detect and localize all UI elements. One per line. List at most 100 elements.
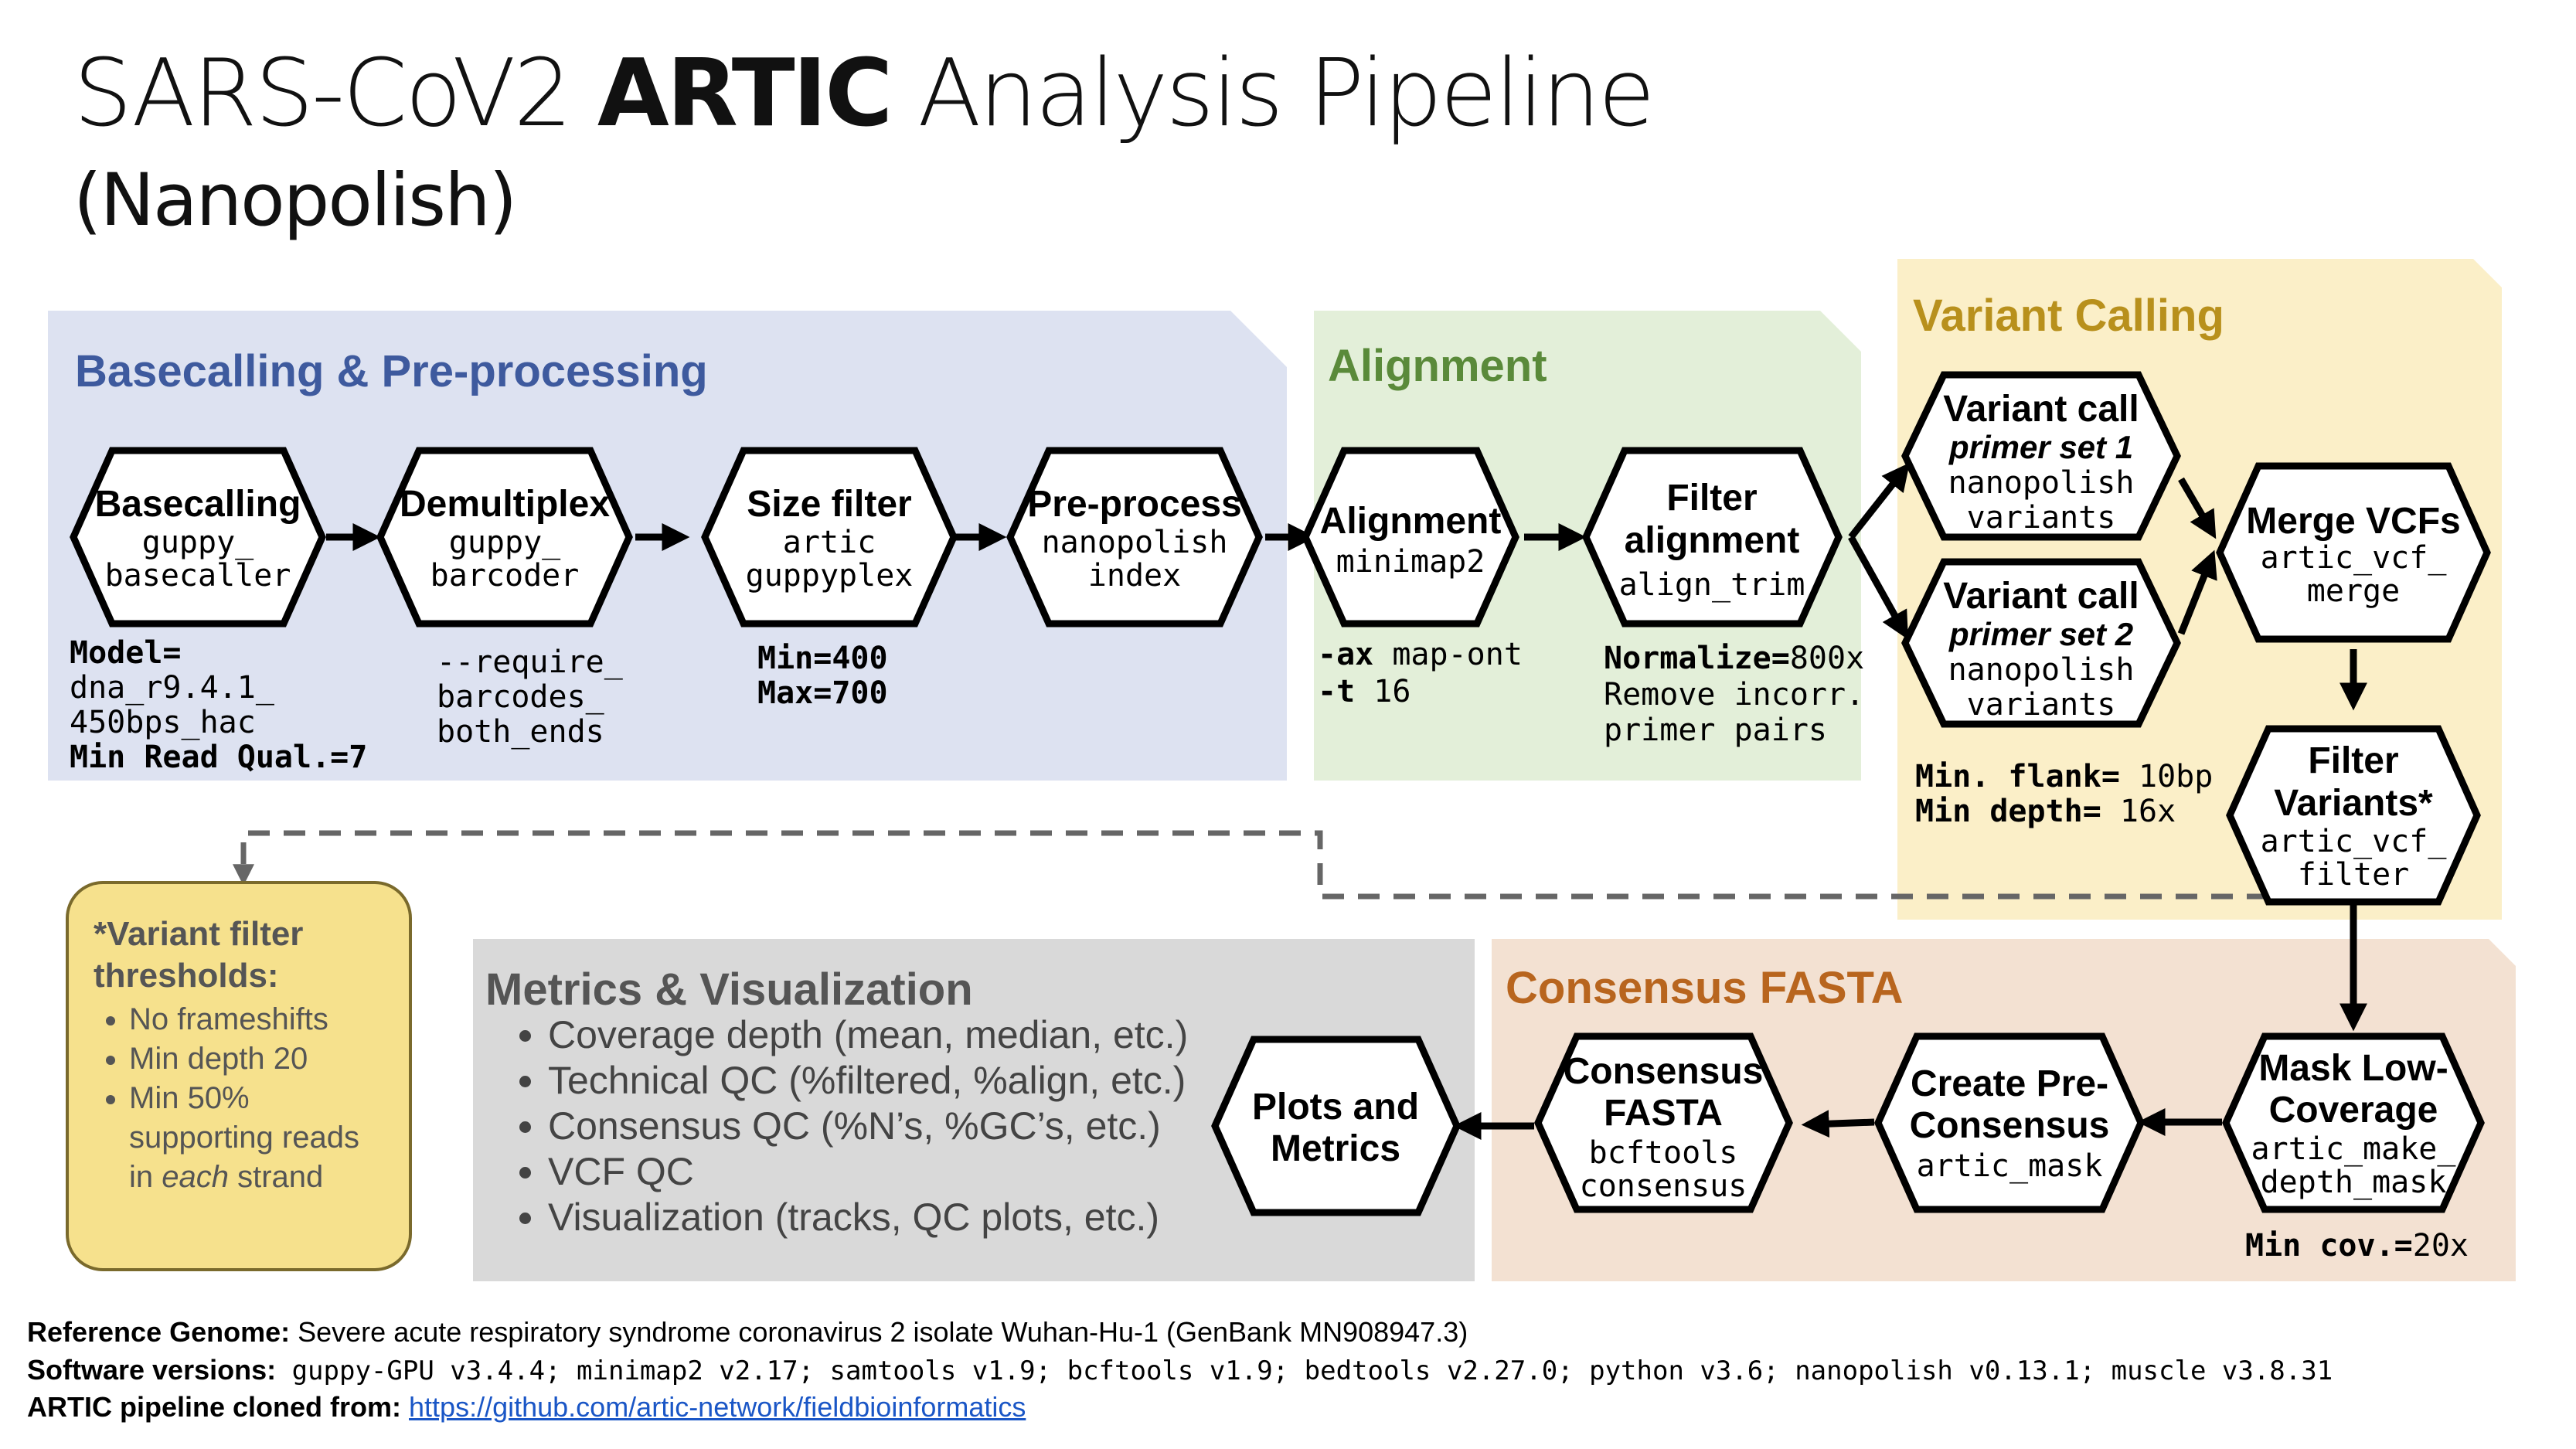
title-pre: SARS-CoV2	[73, 40, 597, 148]
node-consensus-fasta-shape	[1534, 1032, 1793, 1213]
param-variant-line1: Min. flank= 10bp	[1915, 759, 2213, 794]
node-alignment-tool1: minimap2	[1336, 544, 1485, 580]
node-size-filter-title: Size filter	[747, 484, 911, 525]
node-mask-title1: Mask Low-	[2258, 1048, 2448, 1089]
metrics-item: Consensus QC (%N’s, %GC’s, etc.)	[548, 1104, 1188, 1149]
footnote-item: No frameshifts	[129, 1000, 409, 1039]
page-subtitle: (Nanopolish)	[73, 158, 517, 243]
param-filter-alignment-value: 800x	[1790, 641, 1864, 676]
node-consensus-fasta-title1: Consensus	[1564, 1051, 1764, 1092]
param-basecalling-line1: Model=	[70, 635, 182, 671]
param-filter-alignment-line2: Remove incorr.	[1604, 677, 1864, 713]
param-mask-value: 20x	[2413, 1228, 2469, 1264]
section-metrics-bg	[473, 939, 1475, 1281]
param-alignment-line2: -t 16	[1318, 674, 1411, 709]
footer-ref-text: Severe acute respiratory syndrome corona…	[290, 1316, 1468, 1348]
node-filter-variants-title1: Filter	[2308, 740, 2398, 781]
section-title-variant-calling: Variant Calling	[1913, 291, 2224, 341]
node-variant-call-2-tool2: variants	[1967, 687, 2116, 723]
node-merge-vcfs-tool2: merge	[2307, 573, 2400, 609]
param-variant-key1: Min. flank=	[1915, 759, 2120, 794]
footer-clone: ARTIC pipeline cloned from: https://gith…	[27, 1391, 1026, 1423]
metrics-item: Technical QC (%filtered, %align, etc.)	[548, 1058, 1188, 1104]
footnote-list: No frameshifts Min depth 20 Min 50% suppo…	[94, 1000, 409, 1197]
node-mask-tool1: artic_make_	[2251, 1131, 2457, 1167]
node-mask-tool2: depth_mask	[2261, 1165, 2447, 1200]
param-filter-alignment-line1: Normalize=800x	[1604, 641, 1864, 676]
node-consensus-fasta-tool1: bcftools	[1589, 1135, 1738, 1171]
section-title-alignment: Alignment	[1328, 341, 1547, 391]
section-title-basecalling: Basecalling & Pre-processing	[75, 346, 708, 396]
footnote-heading-2: thresholds:	[94, 957, 279, 995]
node-alignment-shape	[1302, 447, 1519, 628]
param-alignment-value1: map-ont	[1373, 637, 1523, 672]
param-mask-line1: Min cov.=20x	[2245, 1228, 2469, 1264]
node-variant-call-1-shape	[1901, 371, 2181, 541]
param-basecalling-line4: Min Read Qual.=7	[70, 740, 367, 775]
section-title-consensus: Consensus FASTA	[1506, 963, 1904, 1013]
footnote-item-line3-c: strand	[229, 1160, 324, 1194]
param-alignment-value2: 16	[1355, 674, 1411, 709]
node-alignment-title: Alignment	[1320, 501, 1502, 542]
footer-clone-label: ARTIC pipeline cloned from:	[27, 1391, 402, 1423]
node-filter-alignment-tool1: align_trim	[1619, 567, 1805, 603]
param-mask-key: Min cov.=	[2245, 1228, 2413, 1264]
node-variant-call-2-title: Variant call	[1943, 576, 2139, 617]
node-preprocess-title: Pre-process	[1027, 484, 1241, 525]
node-variant-call-1-tool1: nanopolish	[1948, 465, 2135, 501]
param-alignment-flag2: -t	[1318, 674, 1355, 709]
node-variant-call-1-title: Variant call	[1943, 389, 2139, 430]
footnote-heading-1: *Variant filter	[94, 915, 304, 953]
node-filter-variants-tool2: filter	[2298, 857, 2410, 893]
node-plots-metrics-title1: Plots and	[1252, 1087, 1419, 1128]
node-plots-metrics-title2: Metrics	[1271, 1128, 1400, 1169]
node-demultiplex-tool2: barcoder	[430, 558, 580, 594]
node-variant-call-2-tool1: nanopolish	[1948, 652, 2135, 688]
footnote-item: Min depth 20	[129, 1039, 409, 1079]
node-demultiplex-shape	[376, 447, 633, 628]
param-alignment-line1: -ax map-ont	[1318, 637, 1523, 672]
node-mask-shape	[2222, 1032, 2485, 1213]
param-variant-key2: Min depth=	[1915, 794, 2101, 829]
node-filter-alignment-title2: alignment	[1625, 520, 1800, 561]
footnote-item-line3-a: in	[129, 1160, 162, 1194]
node-preprocess-tool1: nanopolish	[1042, 525, 1228, 560]
node-filter-variants-shape	[2226, 725, 2481, 906]
node-filter-variants-title2: Variants*	[2274, 783, 2433, 824]
node-preprocess-tool2: index	[1088, 558, 1181, 594]
param-demultiplex-line1: --require_	[437, 645, 624, 680]
footnote-item-line1: Min 50%	[129, 1081, 250, 1115]
node-size-filter-shape	[701, 447, 958, 628]
param-variant-value1: 10bp	[2120, 759, 2213, 794]
node-consensus-fasta-tool2: consensus	[1580, 1168, 1747, 1204]
node-create-pre-consensus-shape	[1874, 1032, 2145, 1213]
node-basecalling-tool2: basecaller	[105, 558, 291, 594]
param-demultiplex-line2: barcodes_	[437, 679, 605, 715]
node-basecalling-title: Basecalling	[95, 484, 301, 525]
param-demultiplex-line3: both_ends	[437, 714, 604, 750]
node-size-filter-tool1: artic	[783, 525, 876, 560]
param-size-filter-line1: Min=400	[757, 641, 888, 676]
github-link[interactable]: https://github.com/artic-network/fieldbi…	[409, 1391, 1026, 1423]
title-bold: ARTIC	[597, 40, 893, 148]
node-create-pre-consensus-title1: Create Pre-	[1911, 1063, 2108, 1104]
footnote-item-line2: supporting reads	[129, 1121, 359, 1155]
flow-arrows	[326, 462, 2367, 1140]
variant-filter-footnote: *Variant filter thresholds: No frameshif…	[66, 881, 412, 1271]
metrics-list: Coverage depth (mean, median, etc.) Tech…	[483, 1012, 1188, 1240]
node-variant-call-1-tool2: variants	[1967, 500, 2116, 536]
node-variant-call-1-sub: primer set 1	[1948, 429, 2133, 465]
node-create-pre-consensus-tool1: artic_mask	[1917, 1148, 2103, 1184]
title-post: Analysis Pipeline	[890, 40, 1655, 148]
node-variant-call-2-sub: primer set 2	[1948, 616, 2133, 652]
node-filter-variants-tool1: artic_vcf_	[2261, 824, 2448, 859]
param-size-filter-line2: Max=700	[757, 675, 888, 711]
footer-sw-label: Software versions:	[27, 1354, 277, 1386]
param-basecalling-line2: dna_r9.4.1_	[70, 670, 275, 706]
node-size-filter-tool2: guppyplex	[746, 558, 914, 594]
footer-reference: Reference Genome: Severe acute respirato…	[27, 1316, 1468, 1349]
node-merge-vcfs-shape	[2216, 462, 2491, 643]
node-mask-title2: Coverage	[2269, 1090, 2438, 1131]
